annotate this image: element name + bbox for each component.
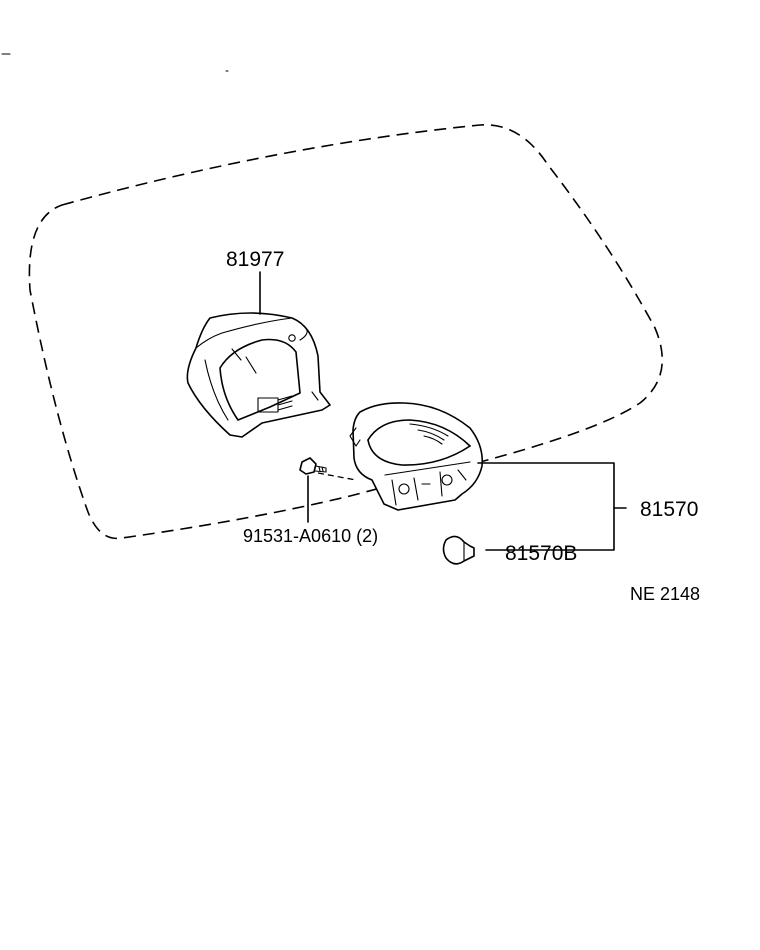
lamp-assembly-part — [349, 402, 484, 511]
label-screw: 91531-A0610 (2) — [243, 526, 378, 546]
screw-alignment-line — [317, 472, 357, 481]
label-81977: 81977 — [226, 248, 284, 271]
label-81570b: 81570B — [505, 542, 577, 565]
label-81570: 81570 — [640, 498, 698, 521]
screw-part — [299, 457, 327, 475]
window-outline — [28, 124, 663, 540]
bulb-part — [442, 535, 475, 565]
bracket-81570 — [477, 462, 615, 551]
cover-part — [186, 312, 331, 438]
diagram-code: NE 2148 — [630, 584, 700, 604]
